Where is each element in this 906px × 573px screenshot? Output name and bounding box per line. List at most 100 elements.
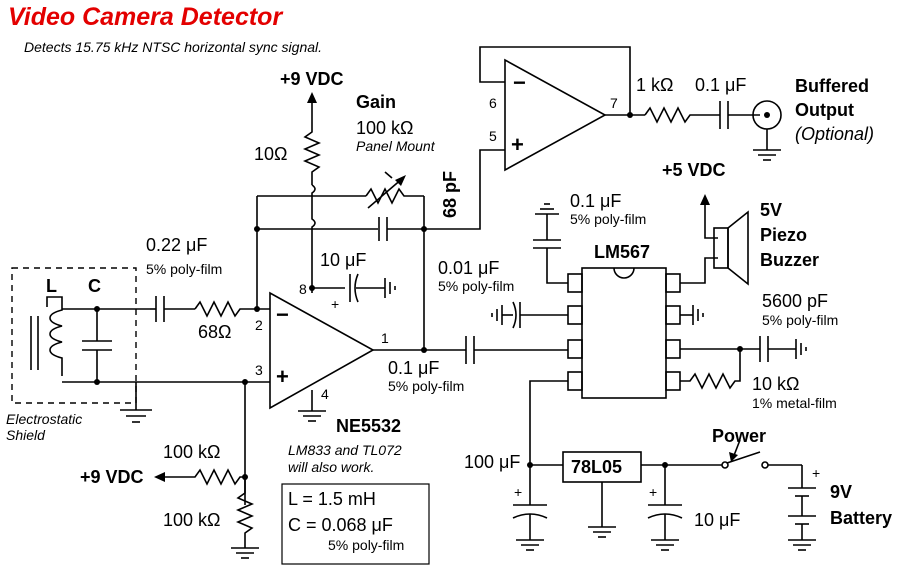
resistor-68ohm xyxy=(194,300,270,318)
alt-note-1: LM833 and TL072 xyxy=(288,442,402,458)
buffer-plus-sign: + xyxy=(511,132,524,157)
ground-symbol xyxy=(231,547,259,559)
coil-spec-box xyxy=(281,483,430,565)
shield-label-2: Shield xyxy=(6,427,46,443)
cap-5600-label: 5600 pF xyxy=(762,291,828,311)
r100k-b-label: 100 kΩ xyxy=(163,510,221,530)
vdc-arrow xyxy=(154,472,165,482)
resistor-10k xyxy=(680,349,741,390)
pin-6: 6 xyxy=(489,95,497,111)
alt-note-2: will also work. xyxy=(288,459,374,475)
cap-10uf-reg-plus: + xyxy=(649,484,657,500)
buffer-minus-sign: − xyxy=(513,70,526,95)
r10ohm-label: 10Ω xyxy=(254,144,287,164)
cap-100uf-label: 100 μF xyxy=(464,452,520,472)
pin-4: 4 xyxy=(321,386,329,402)
pin-7: 7 xyxy=(610,95,618,111)
coil-l-label: L xyxy=(46,276,57,296)
cap-100uf-plus: + xyxy=(514,484,522,500)
power-switch[interactable] xyxy=(721,439,802,469)
ground-symbol xyxy=(680,305,704,325)
cap-10uf-reg-label: 10 μF xyxy=(694,510,740,530)
ground-symbol xyxy=(588,482,616,538)
cap-01-567-label: 0.1 μF xyxy=(570,191,621,211)
capacitor-01uf-buffer xyxy=(719,101,760,129)
output-label-2: Output xyxy=(795,100,854,120)
r10k-label: 10 kΩ xyxy=(752,374,799,394)
cap-001-type: 5% poly-film xyxy=(438,278,514,294)
battery-9v xyxy=(788,465,816,551)
gain-note: Panel Mount xyxy=(356,138,436,154)
r68-label: 68Ω xyxy=(198,322,231,342)
opamp-minus-sign: − xyxy=(276,302,289,327)
pin-2: 2 xyxy=(255,317,263,333)
capacitor-10uf-reg xyxy=(647,465,683,551)
lm567-label: LM567 xyxy=(594,242,650,262)
resistor-1k xyxy=(644,106,720,124)
pin-8: 8 xyxy=(299,281,307,297)
ground-symbol xyxy=(120,382,152,423)
battery-label: Battery xyxy=(830,508,892,528)
capacitor-68pf xyxy=(257,217,424,241)
cap-022-label: 0.22 μF xyxy=(146,235,207,255)
battery-voltage: 9V xyxy=(830,482,852,502)
pin-5: 5 xyxy=(489,128,497,144)
capacitor-c xyxy=(82,309,112,382)
gain-potentiometer xyxy=(365,171,424,209)
resistor-100k-a xyxy=(158,468,245,486)
resistor-10ohm xyxy=(302,122,322,293)
diagram-subtitle: Detects 15.75 kHz NTSC horizontal sync s… xyxy=(24,39,322,55)
coil-c-label: C xyxy=(88,276,101,296)
ne5532-label: NE5532 xyxy=(336,416,401,436)
cap-001-label: 0.01 μF xyxy=(438,258,499,278)
cap-01-out-label: 0.1 μF xyxy=(388,358,439,378)
cap-022-type: 5% poly-film xyxy=(146,261,222,277)
capacitor-10uf-bypass xyxy=(312,273,396,303)
vdc5-label: +5 VDC xyxy=(662,160,726,180)
gain-label: Gain xyxy=(356,92,396,112)
buzzer-label-3: Buzzer xyxy=(760,250,819,270)
vdc9-left-label: +9 VDC xyxy=(80,467,144,487)
output-label-1: Buffered xyxy=(795,76,869,96)
ground-symbol xyxy=(298,390,326,422)
coil-spec-l: L = 1.5 mH xyxy=(288,489,376,509)
shield-label-1: Electrostatic xyxy=(6,411,82,427)
opamp-buffer xyxy=(504,58,607,172)
capacitor-01uf-567 xyxy=(533,203,568,284)
capacitor-01uf-output xyxy=(465,336,568,364)
gain-value: 100 kΩ xyxy=(356,118,414,138)
r100k-a-label: 100 kΩ xyxy=(163,442,221,462)
diagram-title: Video Camera Detector xyxy=(8,3,283,31)
opamp-ne5532 xyxy=(269,291,375,410)
battery-plus: + xyxy=(812,465,820,481)
capacitor-100uf xyxy=(512,465,548,551)
r1k-label: 1 kΩ xyxy=(636,75,673,95)
output-connector xyxy=(752,100,782,161)
cap-01-567-type: 5% poly-film xyxy=(570,211,646,227)
inductor-l xyxy=(30,296,63,376)
regulator-label: 78L05 xyxy=(571,457,622,477)
coil-spec-c: C = 0.068 μF xyxy=(288,515,393,535)
cap-5600-type: 5% poly-film xyxy=(762,312,838,328)
buzzer-label-1: 5V xyxy=(760,200,782,220)
cap-68pf-label: 68 pF xyxy=(440,171,460,218)
cap-10uf-label: 10 μF xyxy=(320,250,366,270)
power-switch-label: Power xyxy=(712,426,766,446)
vdc9-top-label: +9 VDC xyxy=(280,69,344,89)
pin-3: 3 xyxy=(255,362,263,378)
capacitor-5600pf xyxy=(759,336,807,362)
piezo-buzzer xyxy=(713,210,749,286)
opamp-plus-sign: + xyxy=(276,364,289,389)
coil-spec-c-type: 5% poly-film xyxy=(328,537,404,553)
buzzer-label-2: Piezo xyxy=(760,225,807,245)
capacitor-001uf xyxy=(491,301,568,329)
pin-1: 1 xyxy=(381,330,389,346)
capacitor-022uf xyxy=(150,296,195,322)
vdc-arrow xyxy=(307,92,317,122)
cap-01-buf-label: 0.1 μF xyxy=(695,75,746,95)
cap-01-out-type: 5% poly-film xyxy=(388,378,464,394)
output-label-3: (Optional) xyxy=(795,124,874,144)
vdc-arrow xyxy=(700,194,710,205)
ic-lm567 xyxy=(567,267,681,399)
